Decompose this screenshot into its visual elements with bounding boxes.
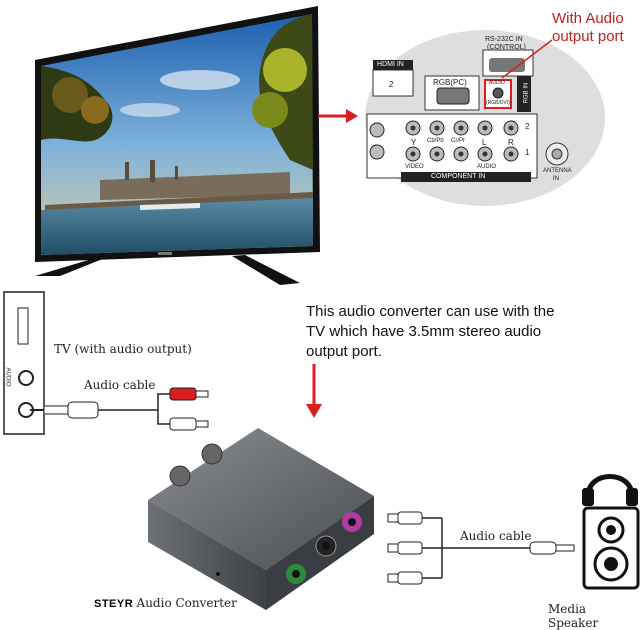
r-label: R — [508, 138, 514, 147]
hdmi-label: HDMI IN — [377, 61, 404, 68]
audio-cable-label-right: Audio cable — [460, 529, 531, 543]
arrow-down-icon — [304, 364, 324, 424]
converter-name: Audio Converter — [137, 596, 237, 610]
callout-pointer — [492, 40, 572, 80]
antenna-in-label: IN — [553, 176, 559, 182]
audio-port-label: AUDIO — [489, 80, 505, 86]
y-label: Y — [411, 138, 416, 147]
description-line1: This audio converter can use with the — [306, 302, 554, 322]
callout-text: With Audio output port — [552, 10, 640, 46]
tv-label: TV (with audio output) — [54, 342, 192, 356]
tv-side-audio-label: AUDIO — [5, 367, 11, 386]
pr-label: Cr/Pr — [451, 138, 465, 144]
audio-converter-box — [146, 424, 386, 614]
description: This audio converter can use with the TV… — [306, 302, 554, 362]
rgbpc-label: RGB(PC) — [433, 78, 467, 87]
headphones-icon — [580, 460, 640, 510]
rgbdvi-label: (RGB/DVI) — [486, 100, 510, 106]
num1-label: 1 — [525, 148, 529, 157]
callout-line2: output port — [552, 28, 640, 46]
component-label: COMPONENT IN — [431, 173, 485, 180]
audio-label-2: AUDIO — [477, 164, 496, 170]
rgbin-label: RGB IN — [523, 83, 529, 104]
video-label: VIDEO — [405, 164, 424, 170]
converter-label: STEYR Audio Converter — [94, 596, 237, 610]
audio-cable-right — [384, 508, 594, 588]
speaker-icon — [582, 506, 640, 592]
callout-line1: With Audio — [552, 10, 640, 28]
num2-label: 2 — [525, 122, 529, 131]
pb-label: Cb/Pb — [427, 138, 444, 144]
antenna-label: ANTENNA — [543, 168, 572, 174]
converter-brand: STEYR — [94, 598, 133, 610]
description-line2: TV which have 3.5mm stereo audio — [306, 322, 554, 342]
tv-illustration — [0, 0, 330, 300]
description-line3: output port. — [306, 342, 554, 362]
hdmi-number: 2 — [389, 80, 393, 89]
l-label: L — [482, 138, 486, 147]
television — [0, 0, 330, 300]
speaker-label: Media Speaker — [548, 602, 640, 630]
arrow-right-icon — [318, 106, 358, 126]
